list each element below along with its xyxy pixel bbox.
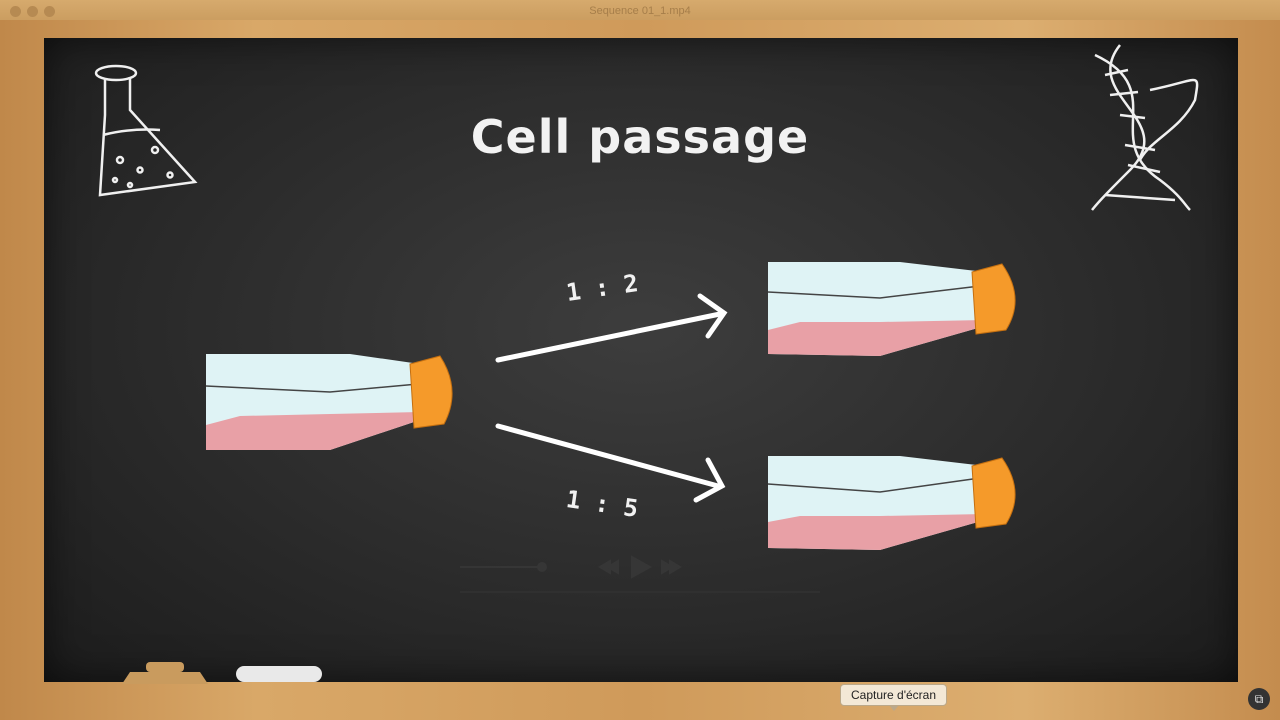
window-title: Sequence 01_1.mp4 <box>589 5 691 17</box>
target-flask-1-to-5 <box>767 456 1016 550</box>
chalk-stick <box>236 666 322 682</box>
slide-title: Cell passage <box>470 110 810 164</box>
zoom-window-button[interactable] <box>44 6 55 17</box>
source-culture-flask <box>205 354 453 450</box>
split-arrow-top <box>495 293 728 363</box>
minimize-window-button[interactable] <box>27 6 38 17</box>
dna-helix-icon <box>1091 44 1199 211</box>
faint-player-controls <box>460 555 820 593</box>
eraser <box>122 662 208 684</box>
target-flask-1-to-2 <box>767 262 1016 356</box>
screenshot-icon[interactable]: ⧉ <box>1248 688 1270 710</box>
screenshot-tooltip: Capture d'écran <box>840 684 948 711</box>
close-window-button[interactable] <box>10 6 21 17</box>
erlenmeyer-flask-icon <box>94 64 198 197</box>
split-arrow-bottom <box>495 423 726 503</box>
